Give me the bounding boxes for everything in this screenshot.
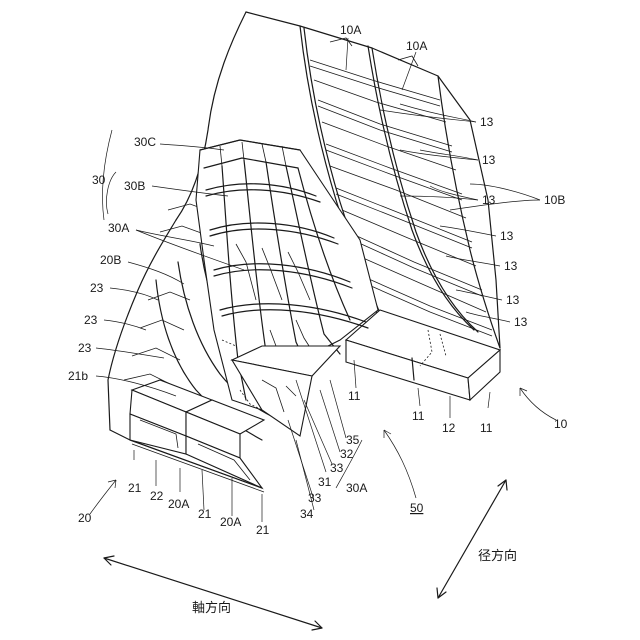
label-23: 23 (78, 341, 92, 355)
label-11: 11 (412, 409, 425, 423)
label-31: 31 (318, 475, 332, 489)
label-11: 11 (480, 421, 493, 435)
label-21: 21 (128, 481, 142, 495)
label-21b: 21b (68, 369, 88, 383)
label-30B: 30B (124, 179, 145, 193)
label-13: 13 (500, 229, 514, 243)
label-10A: 10A (340, 23, 361, 37)
label-20B: 20B (100, 253, 121, 267)
radial-arrow (438, 480, 506, 598)
label-20A: 20A (168, 497, 189, 511)
label-13: 13 (506, 293, 520, 307)
label-21: 21 (256, 523, 270, 537)
label-11: 11 (348, 389, 361, 403)
label-13: 13 (504, 259, 518, 273)
label-10B: 10B (544, 193, 565, 207)
label-34: 34 (300, 507, 314, 521)
label-10: 10 (554, 417, 568, 431)
label-radial-direction: 径方向 (478, 548, 517, 564)
group-brace-30 (106, 172, 116, 214)
label-13: 13 (514, 315, 528, 329)
label-23: 23 (90, 281, 104, 295)
direction-arrows (104, 480, 507, 630)
label-20: 20 (78, 511, 92, 525)
label-50: 50 (410, 501, 424, 515)
label-33: 33 (330, 461, 344, 475)
label-21: 21 (198, 507, 212, 521)
label-22: 22 (150, 489, 164, 503)
label-13: 13 (482, 153, 496, 167)
label-13: 13 (480, 115, 494, 129)
label-30: 30 (92, 173, 106, 187)
label-30A: 30A (346, 481, 367, 495)
label-30A: 30A (108, 221, 129, 235)
label-20A: 20A (220, 515, 241, 529)
label-12: 12 (442, 421, 456, 435)
label-30C: 30C (134, 135, 156, 149)
label-13: 13 (482, 193, 496, 207)
label-axial-direction: 軸方向 (192, 600, 231, 616)
label-32: 32 (340, 447, 354, 461)
label-35: 35 (346, 433, 360, 447)
label-33: 33 (308, 491, 322, 505)
label-23: 23 (84, 313, 98, 327)
axial-arrow (104, 558, 322, 628)
label-10A: 10A (406, 39, 427, 53)
